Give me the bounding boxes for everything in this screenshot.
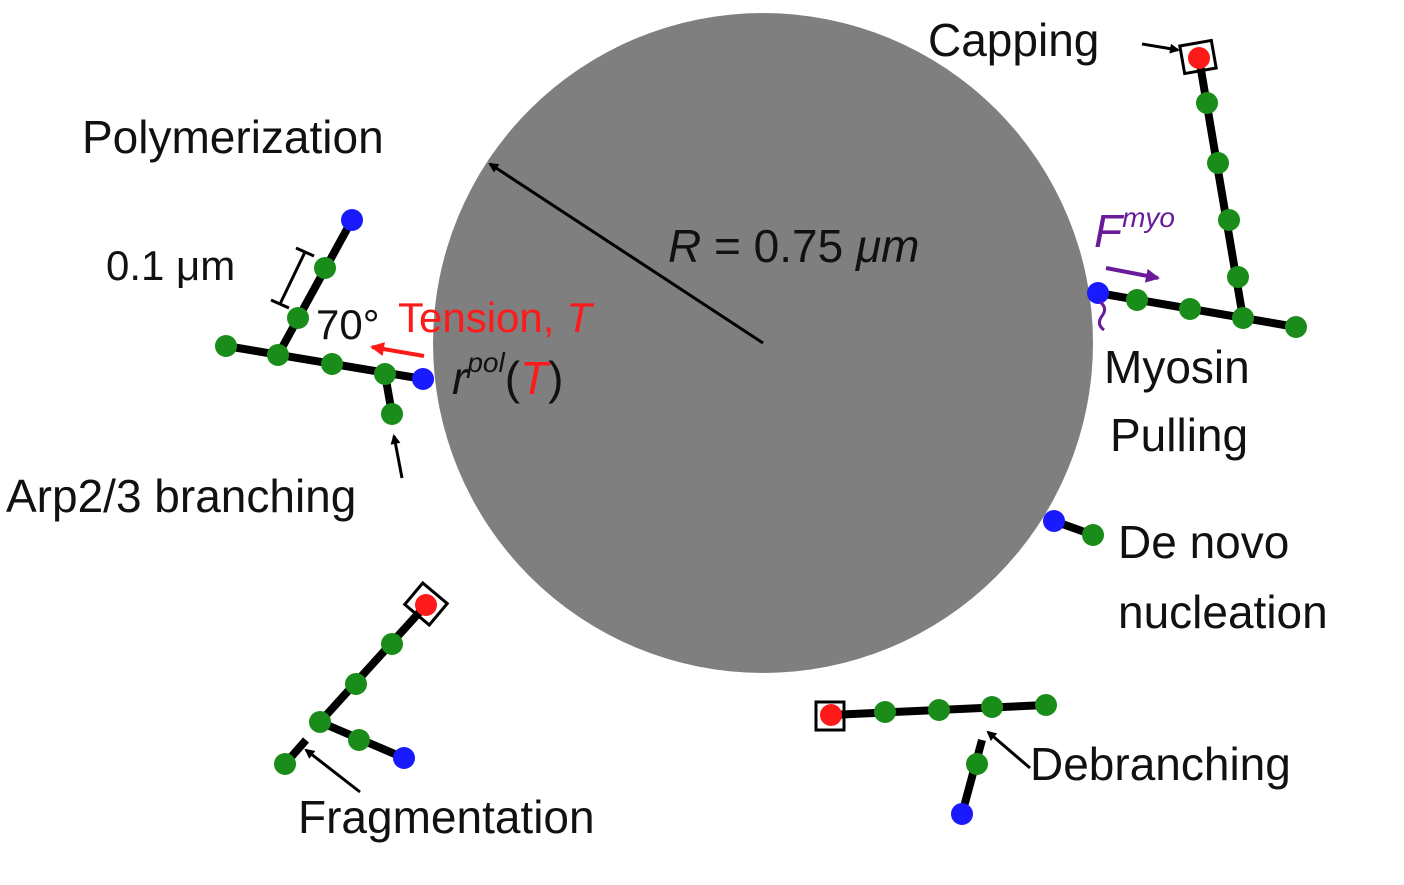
arp23-arrow: [390, 434, 404, 479]
tension-arrow: [370, 342, 425, 358]
radius-arrow: [488, 162, 764, 345]
angle-label: 70°: [316, 301, 380, 348]
fragmentation-label: Fragmentation: [298, 791, 595, 843]
barbed-end-dot: [393, 747, 415, 769]
scale-bar: [270, 246, 315, 310]
capped-end-dot: [1188, 47, 1210, 69]
polymerization-label: Polymerization: [82, 111, 384, 163]
nucleation-filament: [1043, 510, 1104, 546]
barbed-end-dot: [951, 803, 973, 825]
barbed-end-dot: [1043, 510, 1065, 532]
scale-label: 0.1 μm: [106, 242, 235, 289]
denovo-label-line2: nucleation: [1118, 586, 1328, 638]
polymerization-rate-label: rpol(T): [452, 347, 563, 404]
denovo-label-line1: De novo: [1118, 516, 1289, 568]
myosin-force-label: Fmyo: [1094, 202, 1175, 257]
cap-bracket: [1178, 38, 1218, 76]
debranching-label: Debranching: [1030, 738, 1291, 790]
cap-bracket: [402, 580, 450, 628]
fragmentation-arrow: [304, 748, 361, 794]
branched-filament: [215, 209, 434, 425]
barbed-end-dot: [412, 368, 434, 390]
myosin-label-line1: Myosin: [1104, 341, 1250, 393]
capping-filament: [1087, 38, 1307, 338]
capping-label: Capping: [928, 14, 1099, 66]
myosin-label-line2: Pulling: [1110, 409, 1248, 461]
myosin-force-arrow: [1105, 266, 1160, 283]
fragmentation-filament: [274, 580, 450, 775]
radius-label: R = 0.75 μm: [668, 220, 920, 272]
cap-bracket: [814, 700, 846, 732]
arp23-label: Arp2/3 branching: [6, 470, 356, 522]
myosin-icon: [1097, 300, 1107, 332]
capped-end-dot: [820, 704, 842, 726]
barbed-end-dot: [1087, 282, 1109, 304]
debranching-arrow: [986, 730, 1031, 770]
capped-end-dot: [415, 594, 437, 616]
barbed-end-dot: [341, 209, 363, 231]
capping-arrow: [1141, 42, 1180, 54]
debranching-filament: [814, 694, 1057, 825]
tension-label: Tension, T: [398, 294, 595, 341]
